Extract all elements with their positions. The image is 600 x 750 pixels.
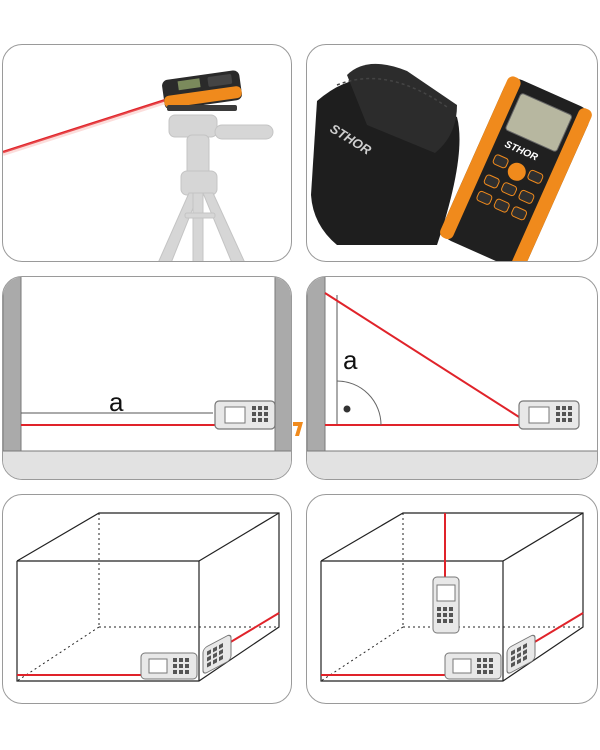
- laser-diagonal: [324, 292, 520, 418]
- laser-depth: [532, 612, 584, 644]
- panel-product-pouch: STHOR STHOR: [306, 44, 598, 262]
- left-wall: [307, 277, 326, 452]
- rangefinder-icon: STHOR: [440, 76, 592, 261]
- rangefinder-icon: [506, 634, 536, 674]
- rangefinder-icon: [444, 652, 502, 680]
- panel-tripod-laser: [2, 44, 292, 262]
- room-height-scene: [320, 512, 584, 682]
- laser-depth: [228, 612, 280, 644]
- rangefinder-icon: [140, 652, 198, 680]
- horizontal-distance-scene: [3, 277, 291, 479]
- product-scene: STHOR STHOR: [311, 63, 592, 261]
- left-wall: [3, 277, 22, 452]
- vertical-distance-scene: [307, 277, 597, 479]
- rangefinder-icon: [202, 634, 232, 674]
- rangefinder-icon: [162, 70, 242, 111]
- arrow-icon: [293, 422, 303, 436]
- floor: [307, 451, 597, 479]
- room-floor-scene: [16, 512, 280, 682]
- rangefinder-icon: [432, 576, 460, 634]
- rangefinder-icon: [214, 400, 276, 430]
- tripod-scene: [3, 70, 274, 261]
- floor: [3, 451, 291, 479]
- rangefinder-icon: [518, 400, 580, 430]
- right-wall: [274, 277, 291, 452]
- carry-pouch-icon: STHOR: [311, 63, 460, 245]
- panel-vertical-distance: a: [306, 276, 598, 480]
- panel-room-height: [306, 494, 598, 704]
- laser-beam: [3, 95, 176, 154]
- panel-horizontal-distance: a: [2, 276, 292, 480]
- distance-label: a: [109, 387, 124, 417]
- panel-room-floor: [2, 494, 292, 704]
- tripod-icon: [158, 114, 274, 261]
- height-label: a: [343, 345, 358, 375]
- right-angle-icon: [336, 380, 382, 426]
